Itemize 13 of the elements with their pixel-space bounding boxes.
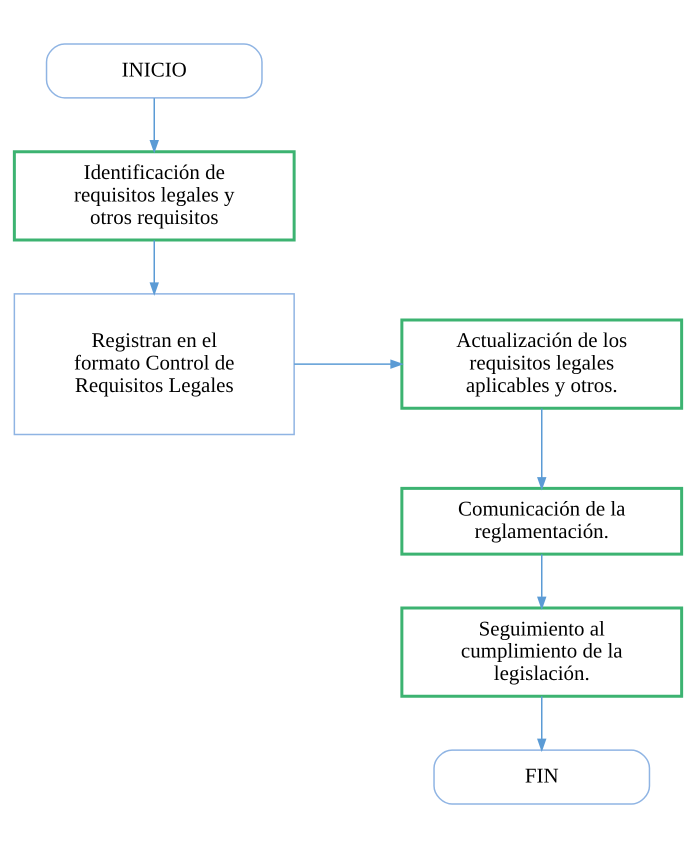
arrow	[537, 696, 546, 752]
arrow	[537, 554, 546, 610]
node-box: Seguimiento al cumplimiento de la legislación.	[400, 606, 684, 698]
node-box: FIN	[433, 748, 650, 804]
node-box: Registran en el formato Control de Requisitos Legales	[14, 292, 295, 435]
node-box: Identificación de requisitos legales y otros requisitos	[12, 150, 296, 241]
arrow	[150, 240, 159, 296]
node-box: INICIO	[46, 42, 263, 98]
arrow	[537, 408, 546, 490]
node-box: Comunicación de la reglamentación.	[400, 486, 684, 556]
node-box: Actualización de los requisitos legales aplicables y otros.	[400, 318, 684, 410]
arrow	[294, 358, 404, 368]
arrow	[150, 98, 159, 153]
